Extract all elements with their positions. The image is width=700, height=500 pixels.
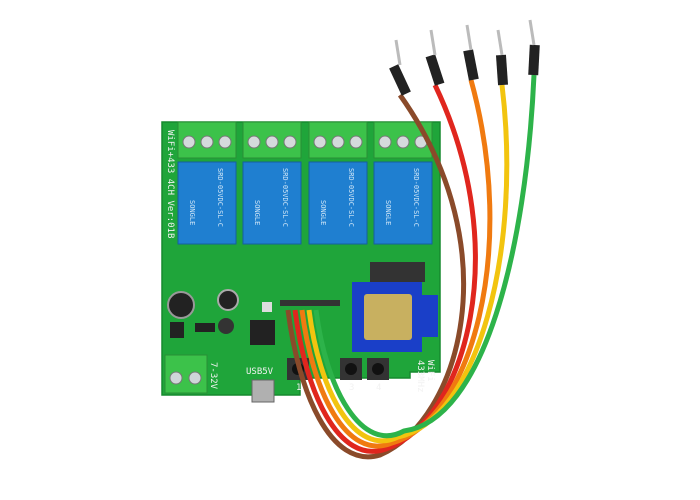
relay-terminal-block	[177, 121, 237, 159]
relay: SRD-05VDC-SL-C SONGLE	[242, 161, 302, 245]
relay-brand-text: SONGLE	[319, 200, 327, 225]
wire-connector	[425, 54, 445, 86]
relay: SRD-05VDC-SL-C SONGLE	[308, 161, 368, 245]
wire-pin	[429, 29, 437, 56]
wifi-module	[352, 282, 438, 352]
wire-connector	[528, 44, 540, 76]
capacitors	[167, 289, 239, 338]
wire-pin	[496, 29, 504, 56]
jumper-wires	[285, 19, 540, 460]
relay-model-text: SRD-05VDC-SL-C	[347, 168, 355, 227]
relay-model-text: SRD-05VDC-SL-C	[216, 168, 224, 227]
relay-brand-text: SONGLE	[188, 200, 196, 225]
relay-brand-text: SONGLE	[253, 200, 261, 225]
relay-brand-text: SONGLE	[384, 200, 392, 225]
relay: SRD-05VDC-SL-C SONGLE	[373, 161, 433, 245]
ic-chips	[250, 262, 425, 345]
relay: SRD-05VDC-SL-C SONGLE	[177, 161, 237, 245]
usb-label: USB5V	[246, 367, 274, 377]
relay-model-text: SRD-05VDC-SL-C	[281, 168, 289, 227]
power-terminal-block	[164, 354, 208, 394]
relay-model-text: SRD-05VDC-SL-C	[412, 168, 420, 227]
wire-connector	[463, 49, 479, 81]
power-label: 7-32V	[208, 362, 218, 390]
wire-pin	[394, 39, 402, 66]
button-label-1: 1	[296, 383, 301, 393]
wire	[313, 74, 537, 439]
rf-label: 433MHz	[415, 360, 425, 393]
usb-port	[251, 379, 275, 403]
button-label-4: 4	[376, 383, 381, 393]
wire-connector	[389, 64, 411, 96]
button-label-3: 3	[349, 383, 354, 393]
wire-pin	[528, 19, 536, 46]
wire-connector	[495, 54, 509, 86]
relay-terminal-block	[308, 121, 368, 159]
wifi-label: WiFi	[425, 360, 435, 382]
relay-terminal-block	[242, 121, 302, 159]
wire-pin	[465, 24, 473, 51]
model-label: WiFi+433 4CH Ver:01B	[165, 130, 175, 238]
